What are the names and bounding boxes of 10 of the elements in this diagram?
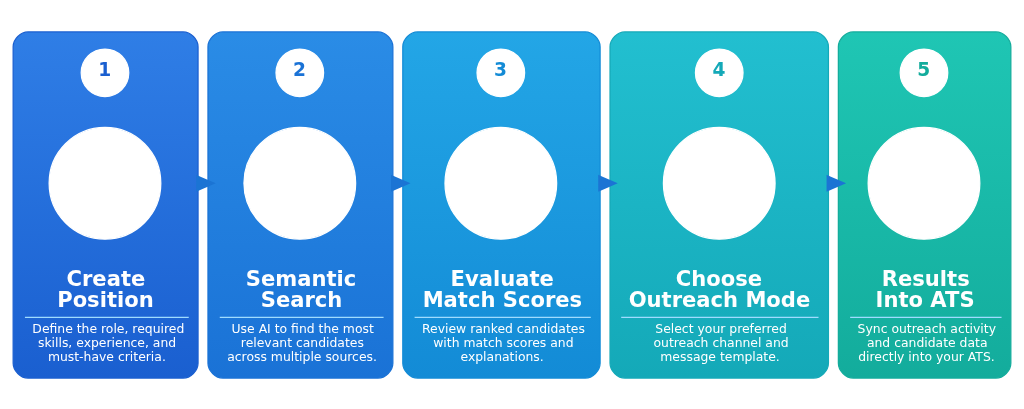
node-circle	[444, 126, 558, 240]
node-circle: 5	[899, 47, 949, 97]
node-circle	[867, 126, 981, 240]
node-circle: 2	[275, 47, 325, 97]
node-circle: 3	[476, 47, 526, 97]
node-circle	[48, 126, 162, 240]
node-circle	[243, 126, 357, 240]
node-circle: 4	[694, 47, 744, 97]
node-circle: 1	[80, 47, 130, 97]
node-circle	[662, 126, 776, 240]
